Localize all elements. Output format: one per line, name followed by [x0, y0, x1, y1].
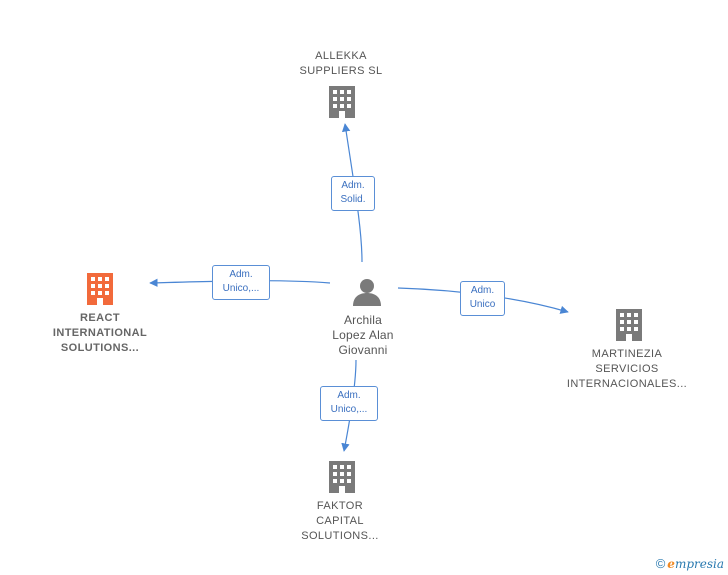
node-label-martinezia: MARTINEZIA SERVICIOS INTERNACIONALES...: [566, 348, 688, 390]
node-allekka[interactable]: ALLEKKA SUPPLIERS SL: [281, 49, 401, 79]
building-icon[interactable]: [329, 86, 355, 118]
person-icon[interactable]: [353, 279, 381, 306]
node-martinezia[interactable]: MARTINEZIA SERVICIOS INTERNACIONALES...: [557, 347, 697, 392]
node-label-allekka: ALLEKKA SUPPLIERS SL: [299, 50, 383, 77]
node-label-person: Archila Lopez Alan Giovanni: [332, 313, 394, 357]
brand-logo[interactable]: empresia: [667, 557, 724, 571]
node-label-react: REACT INTERNATIONAL SOLUTIONS...: [52, 312, 148, 354]
building-icon[interactable]: [616, 309, 642, 341]
node-react[interactable]: REACT INTERNATIONAL SOLUTIONS...: [30, 311, 170, 356]
building-icon[interactable]: [329, 461, 355, 493]
edge-label-faktor[interactable]: Adm. Unico,...: [320, 386, 378, 421]
edge-label-allekka[interactable]: Adm. Solid.: [331, 176, 375, 211]
copyright-icon: ©: [655, 556, 666, 571]
node-person[interactable]: Archila Lopez Alan Giovanni: [313, 313, 413, 358]
edge-label-react[interactable]: Adm. Unico,...: [212, 265, 270, 300]
node-faktor[interactable]: FAKTOR CAPITAL SOLUTIONS...: [280, 499, 400, 544]
edge-label-martinezia[interactable]: Adm. Unico: [460, 281, 505, 316]
footer-brand: ©empresia: [656, 556, 724, 571]
node-label-faktor: FAKTOR CAPITAL SOLUTIONS...: [301, 500, 379, 542]
building-icon[interactable]: [87, 273, 113, 305]
